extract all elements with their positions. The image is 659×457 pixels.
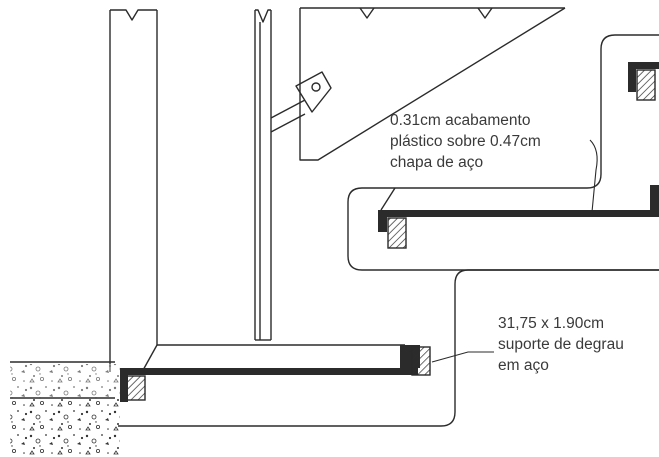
- tread-outline-top: [347, 34, 659, 271]
- finish-annotation-line-3: chapa de aço: [390, 154, 484, 171]
- support-annotation-line-1: 31,75 x 1.90cm: [498, 315, 604, 332]
- support-annotation: 31,75 x 1.90cm suporte de degrau em aço: [498, 313, 624, 376]
- finish-annotation-line-2: plástico sobre 0.47cm: [390, 133, 541, 150]
- stringer-plate: [270, 7, 566, 161]
- support-annotation-line-3: em aço: [498, 357, 549, 374]
- lower-tread-plate: [120, 345, 420, 402]
- upper-step-support: [387, 217, 407, 249]
- top-tread-fragment: [628, 62, 659, 101]
- thin-vertical-bar: [254, 9, 272, 341]
- vertical-post: [109, 9, 158, 372]
- leader-line-support: [431, 351, 494, 363]
- leader-line-finish: [589, 139, 598, 213]
- support-annotation-line-2: suporte de degrau: [498, 336, 624, 353]
- tread-outline-middle: [118, 269, 659, 427]
- finish-annotation-line-1: 0.31cm acabamento: [390, 112, 531, 129]
- concrete-fill: [10, 364, 120, 457]
- lower-step-support: [126, 346, 431, 401]
- upper-tread-plate: [378, 185, 659, 232]
- finish-annotation: 0.31cm acabamento plástico sobre 0.47cm …: [390, 110, 541, 173]
